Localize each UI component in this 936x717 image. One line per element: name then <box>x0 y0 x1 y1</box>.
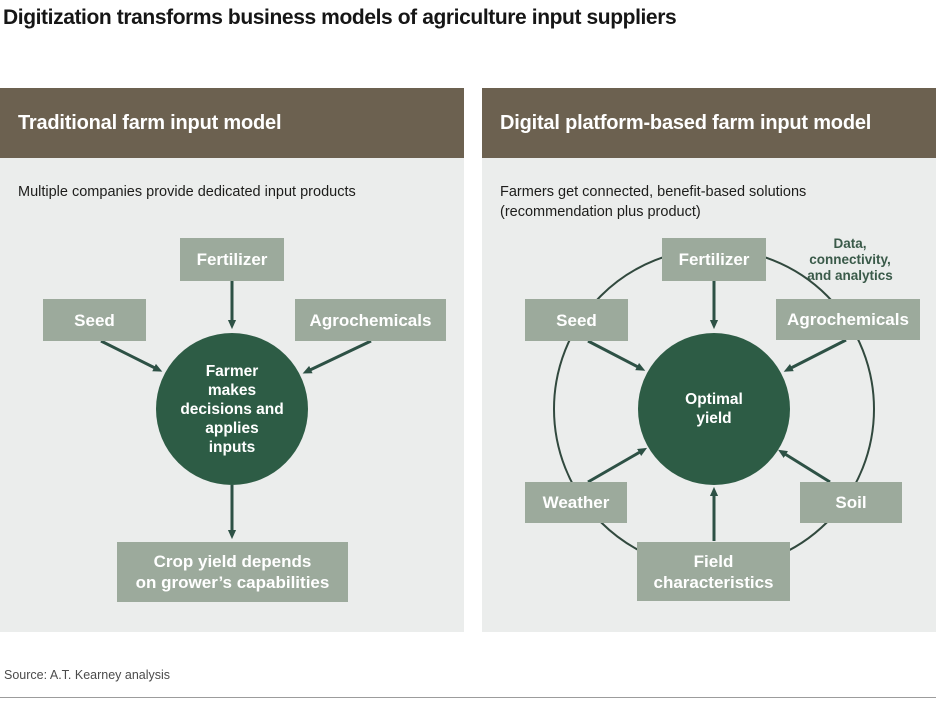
box-seed-traditional-label: Seed <box>74 310 115 330</box>
bottom-divider <box>0 697 936 698</box>
farmer-hub-label: Farmer makes decisions and applies input… <box>180 362 284 456</box>
page-title: Digitization transforms business models … <box>3 6 677 29</box>
box-seed-digital-label: Seed <box>556 310 597 330</box>
arrow-agrochemicals-to-hub <box>783 338 847 372</box>
box-fertilizer-traditional-label: Fertilizer <box>196 250 268 269</box>
digital-panel-subtitle: Farmers get connected, benefit-based sol… <box>500 184 807 220</box>
traditional-panel-header: Traditional farm input model <box>0 88 464 158</box>
box-field-characteristics: Field characteristics <box>637 542 790 601</box>
box-agrochemicals-digital-label: Agrochemicals <box>787 310 909 329</box>
traditional-panel-subtitle: Multiple companies provide dedicated inp… <box>18 184 356 200</box>
source-note: Source: A.T. Kearney analysis <box>4 668 171 682</box>
box-soil-label: Soil <box>835 493 867 512</box>
digital-panel-header-label: Digital platform-based farm input model <box>500 111 872 134</box>
digital-model-panel: Digital platform-based farm input model … <box>482 88 936 632</box>
box-crop-yield-outcome: Crop yield depends on grower’s capabilit… <box>117 542 348 602</box>
box-seed-traditional: Seed <box>43 299 146 341</box>
box-fertilizer-traditional: Fertilizer <box>180 238 284 281</box>
arrow-seed-to-hub <box>587 339 646 371</box>
box-agrochemicals-digital: Agrochemicals <box>776 299 920 340</box>
box-seed-digital: Seed <box>525 299 628 341</box>
arrow-weather-to-hub <box>587 447 648 484</box>
box-weather: Weather <box>525 482 627 523</box>
box-weather-label: Weather <box>542 493 610 512</box>
traditional-model-panel: Traditional farm input model Multiple co… <box>0 88 464 632</box>
box-soil: Soil <box>800 482 902 523</box>
data-connectivity-annotation: Data, connectivity, and analytics <box>807 236 893 283</box>
box-fertilizer-digital: Fertilizer <box>662 238 766 281</box>
digital-panel-header: Digital platform-based farm input model <box>482 88 936 158</box>
arrow-seed-to-hub <box>100 339 163 372</box>
box-agrochemicals-traditional: Agrochemicals <box>295 299 446 341</box>
box-fertilizer-digital-label: Fertilizer <box>678 250 750 269</box>
arrow-agrochemicals-to-hub <box>302 339 372 374</box>
optimal-yield-hub-label: Optimal yield <box>685 391 743 427</box>
arrow-soil-to-hub <box>778 449 831 484</box>
traditional-panel-header-label: Traditional farm input model <box>18 111 282 134</box>
box-agrochemicals-traditional-label: Agrochemicals <box>309 310 432 330</box>
